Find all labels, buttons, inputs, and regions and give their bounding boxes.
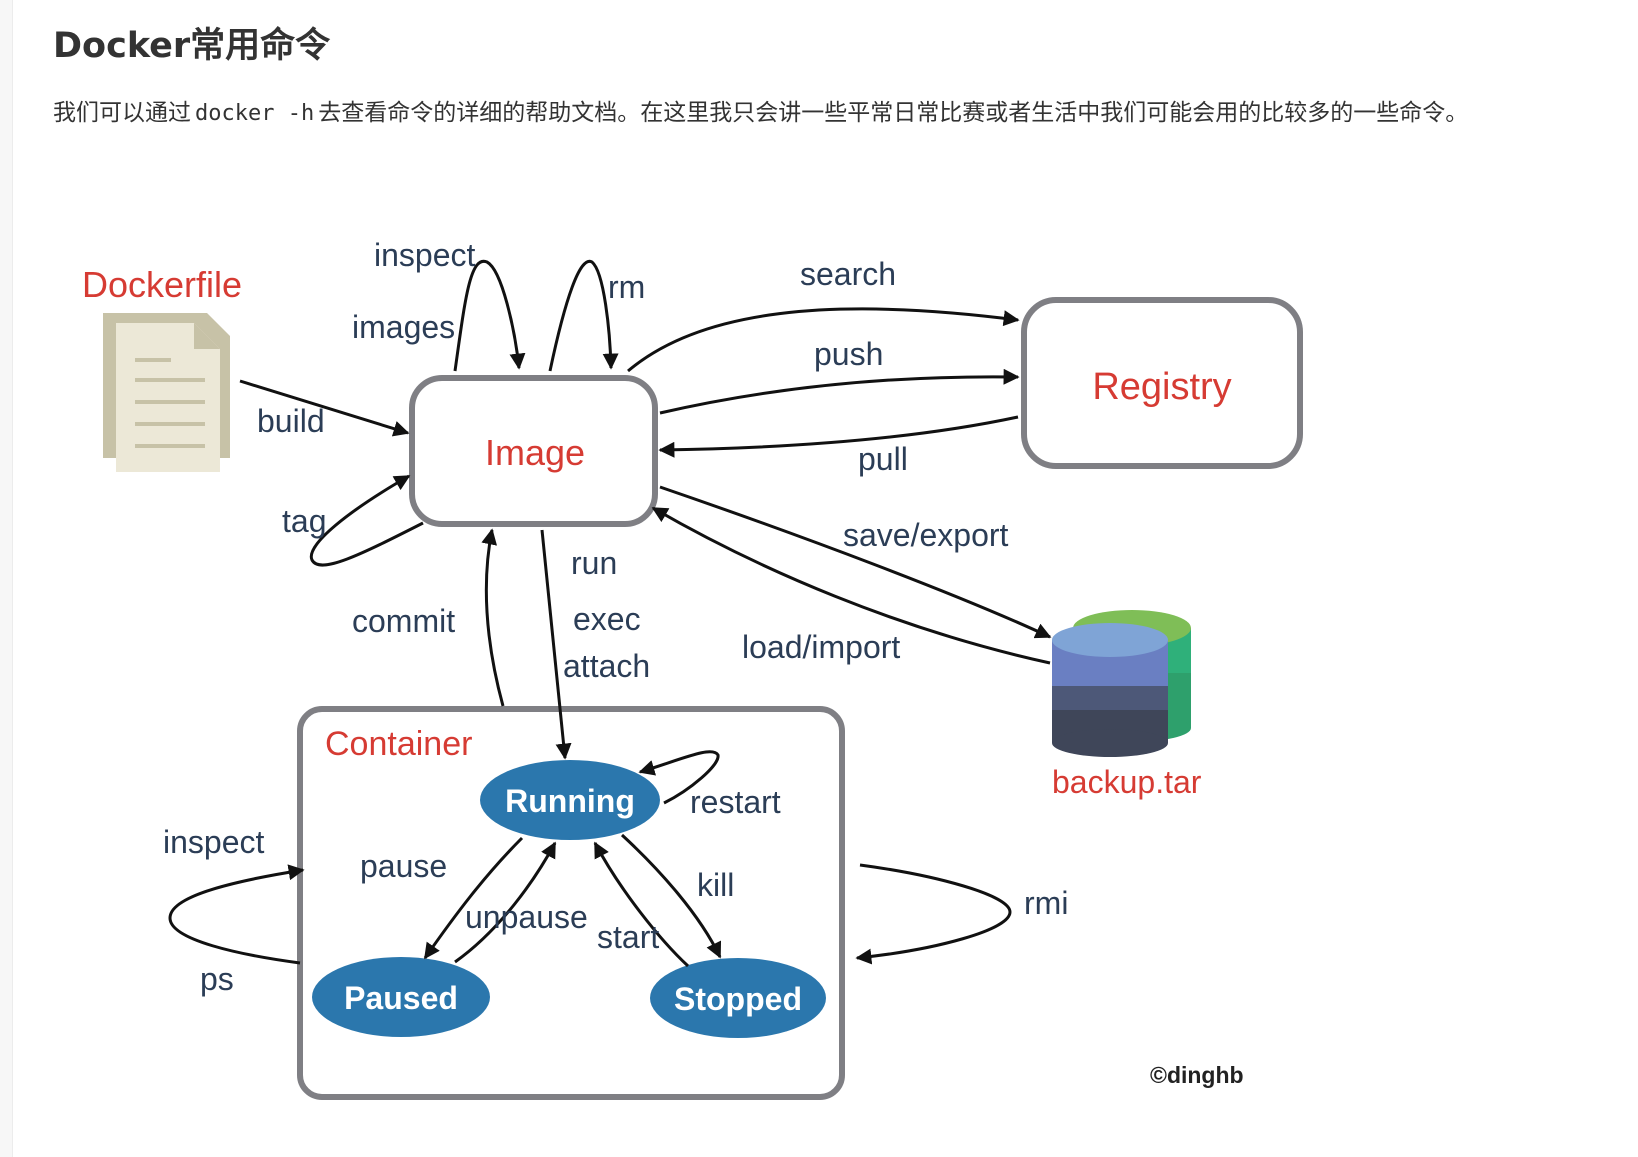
- container-label: Container: [325, 725, 472, 763]
- commit-label: commit: [352, 603, 455, 639]
- rmi-arrow: [855, 863, 1012, 965]
- start-arrow: [593, 841, 690, 968]
- image-label: Image: [485, 432, 585, 473]
- exec-label: exec: [573, 601, 641, 637]
- registry-label: Registry: [1092, 366, 1231, 408]
- running-label: Running: [505, 783, 635, 819]
- attach-label: attach: [563, 648, 650, 684]
- load-import-arrow: [651, 506, 1051, 665]
- copyright-label: ©dinghb: [1150, 1062, 1244, 1088]
- stopped-label: Stopped: [674, 981, 802, 1017]
- search-label: search: [800, 256, 896, 292]
- run-arrow: [540, 529, 572, 760]
- push-label: push: [814, 336, 883, 372]
- run-label: run: [571, 545, 617, 581]
- pause-label: pause: [360, 848, 447, 884]
- kill-label: kill: [697, 867, 734, 903]
- images-label: images: [352, 309, 455, 345]
- kill-arrow: [620, 833, 722, 959]
- inspect-container-label: inspect: [163, 824, 265, 860]
- build-arrow: [239, 379, 410, 437]
- dockerfile-label: Dockerfile: [82, 264, 242, 305]
- restart-arrow: [638, 750, 720, 805]
- save-export-label: save/export: [843, 517, 1009, 553]
- unpause-arrow: [454, 841, 557, 964]
- paused-label: Paused: [344, 980, 458, 1016]
- running-state: [480, 760, 660, 840]
- pull-arrow: [658, 415, 1019, 458]
- inline-code: docker -h: [195, 101, 315, 126]
- build-label: build: [257, 403, 325, 439]
- tag-label: tag: [282, 503, 326, 539]
- intro-text-after: 去查看命令的详细的帮助文档。在这里我只会讲一些平常日常比赛或者生活中我们可能会用…: [318, 100, 1469, 126]
- intro-text-before: 我们可以通过: [53, 100, 191, 126]
- inspect-images-arrow: [453, 259, 526, 372]
- rm-arrow: [548, 259, 619, 372]
- inspect-ps-arrow: [168, 864, 305, 965]
- backup-label: backup.tar: [1052, 764, 1202, 800]
- pull-label: pull: [858, 441, 908, 477]
- backup-disk-icon: [1052, 610, 1191, 757]
- pause-arrow: [423, 836, 524, 960]
- image-node: [409, 375, 658, 527]
- dockerfile-document-icon: [103, 313, 230, 472]
- rmi-label: rmi: [1024, 885, 1068, 921]
- search-arrow: [627, 307, 1020, 373]
- load-import-label: load/import: [742, 629, 900, 665]
- start-label: start: [597, 919, 659, 955]
- inspect-image-label: inspect: [374, 237, 476, 273]
- stopped-state: [650, 958, 826, 1038]
- push-arrow: [659, 368, 1020, 415]
- unpause-label: unpause: [465, 899, 588, 935]
- tag-arrow: [309, 474, 424, 567]
- left-rail: [0, 0, 13, 1157]
- registry-node: [1021, 297, 1303, 469]
- restart-label: restart: [690, 784, 781, 820]
- paused-state: [312, 957, 490, 1037]
- commit-arrow: [481, 528, 505, 707]
- save-export-arrow: [659, 485, 1052, 639]
- ps-label: ps: [200, 961, 234, 997]
- section-heading: Docker常用命令: [53, 26, 331, 66]
- rm-label: rm: [608, 269, 645, 305]
